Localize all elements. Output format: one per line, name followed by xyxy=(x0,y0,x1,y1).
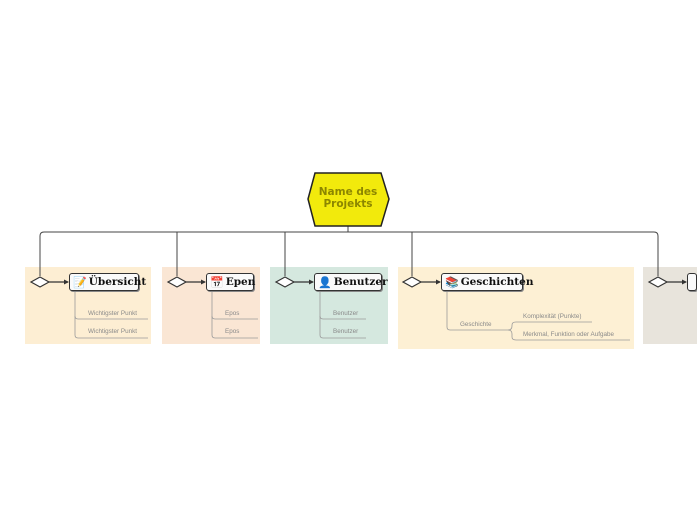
leaf-epen-2[interactable]: Epos xyxy=(225,328,240,335)
leaf-uebersicht-2[interactable]: Wichtigster Punkt xyxy=(88,328,137,335)
arrow-heads xyxy=(64,279,687,285)
person-icon: 👤 xyxy=(318,275,332,289)
leaf-connectors xyxy=(74,291,630,341)
branch-header-geschichten[interactable]: 📚 Geschichten xyxy=(441,273,533,291)
leaf-epen-1[interactable]: Epos xyxy=(225,310,240,317)
branch-header-epen[interactable]: 📅 Epen xyxy=(206,273,256,291)
memo-icon: 📝 xyxy=(73,275,87,289)
calendar-icon: 📅 xyxy=(210,275,224,289)
root-node-title[interactable]: Name des Projekts xyxy=(318,186,378,210)
branch-label: Übersicht xyxy=(88,276,147,288)
branch-header-uebersicht[interactable]: 📝 Übersicht xyxy=(69,273,146,291)
node-geschichte[interactable]: Geschichte xyxy=(460,321,492,328)
branch-label: Epen xyxy=(225,276,256,288)
root-node-shape[interactable] xyxy=(307,172,390,227)
branch-header-benutzer[interactable]: 👤 Benutzer xyxy=(314,273,388,291)
leaf-benutzer-1[interactable]: Benutzer xyxy=(333,310,359,317)
branch-label: Geschichten xyxy=(460,276,534,288)
branch-label: Benutzer xyxy=(333,276,388,288)
leaf-komplexitaet[interactable]: Komplexität (Punkte) xyxy=(523,313,582,320)
leaf-merkmal[interactable]: Merkmal, Funktion oder Aufgabe xyxy=(523,331,615,338)
books-icon: 📚 xyxy=(445,275,459,289)
branch-connectors xyxy=(29,276,686,288)
leaf-benutzer-2[interactable]: Benutzer xyxy=(333,328,359,335)
leaf-uebersicht-1[interactable]: Wichtigster Punkt xyxy=(88,310,137,317)
root-connectors xyxy=(39,226,659,276)
branch-header-partial[interactable] xyxy=(687,273,697,291)
